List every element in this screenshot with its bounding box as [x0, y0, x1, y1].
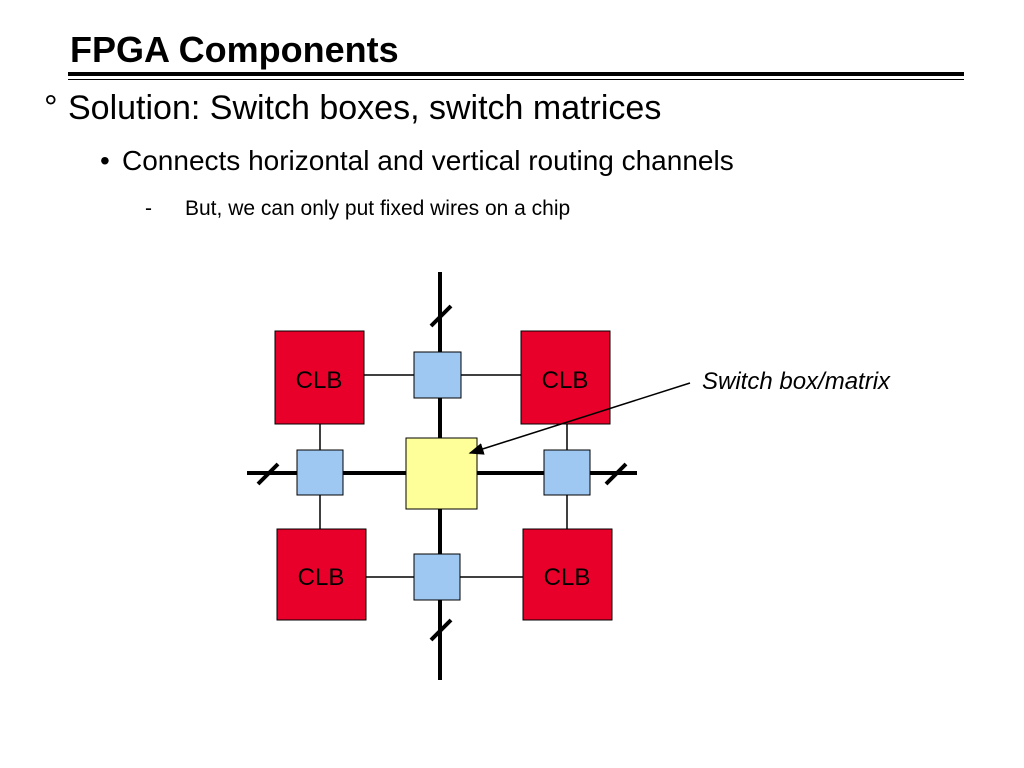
clb-top-left: CLB: [274, 330, 365, 425]
switch-matrix-callout: Switch box/matrix: [702, 368, 891, 395]
bullet-text: Solution: Switch boxes, switch matrices: [68, 89, 662, 127]
clb-connections: [319, 374, 568, 578]
bullet-marker-degree: °: [44, 89, 58, 127]
tick-mark-bottom: [429, 618, 453, 642]
clb-label: CLB: [544, 564, 591, 591]
clb-label: CLB: [298, 564, 345, 591]
switch-box-left: [296, 449, 344, 496]
switch-box-bottom: [413, 553, 461, 601]
channel-width-ticks: [256, 304, 628, 642]
title-underline-thick: [68, 72, 964, 76]
tick-mark-top: [429, 304, 453, 328]
bullet-level-1: ° Solution: Switch boxes, switch matrices: [44, 86, 661, 130]
bullet-level-3: - But, we can only put fixed wires on a c…: [145, 195, 570, 223]
bullet-marker-dot: •: [100, 145, 110, 176]
bullet-marker-dash: -: [145, 197, 152, 220]
bullet-text: Connects horizontal and vertical routing…: [122, 145, 734, 176]
bullet-level-2: • Connects horizontal and vertical routin…: [100, 142, 734, 180]
switch-box-right: [543, 449, 591, 496]
switch-box-top: [413, 351, 462, 399]
bullet-text: But, we can only put fixed wires on a ch…: [185, 197, 571, 220]
clb-top-right: CLB: [520, 330, 611, 425]
clb-blocks: CLB CLB CLB CLB: [274, 330, 613, 621]
title-underline-thin: [68, 79, 964, 80]
clb-bottom-left: CLB: [276, 528, 367, 621]
clb-bottom-right: CLB: [522, 528, 613, 621]
clb-label: CLB: [542, 367, 589, 394]
slide-title: FPGA Components: [70, 29, 399, 70]
tick-mark-right: [604, 462, 628, 486]
switch-matrix: [405, 437, 478, 510]
clb-label: CLB: [296, 367, 343, 394]
callout-arrow: [468, 382, 691, 455]
switch-boxes: [296, 351, 591, 601]
tick-mark-left: [256, 462, 280, 486]
